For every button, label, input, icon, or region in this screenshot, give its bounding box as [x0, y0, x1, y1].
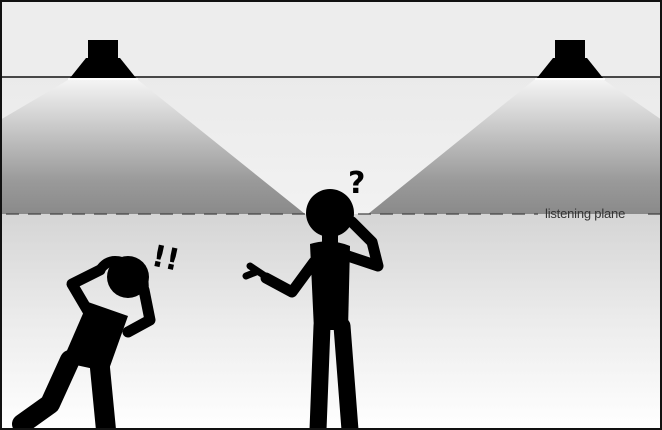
listening-plane-label: listening plane	[545, 206, 625, 221]
question-mark: ?	[348, 166, 365, 201]
